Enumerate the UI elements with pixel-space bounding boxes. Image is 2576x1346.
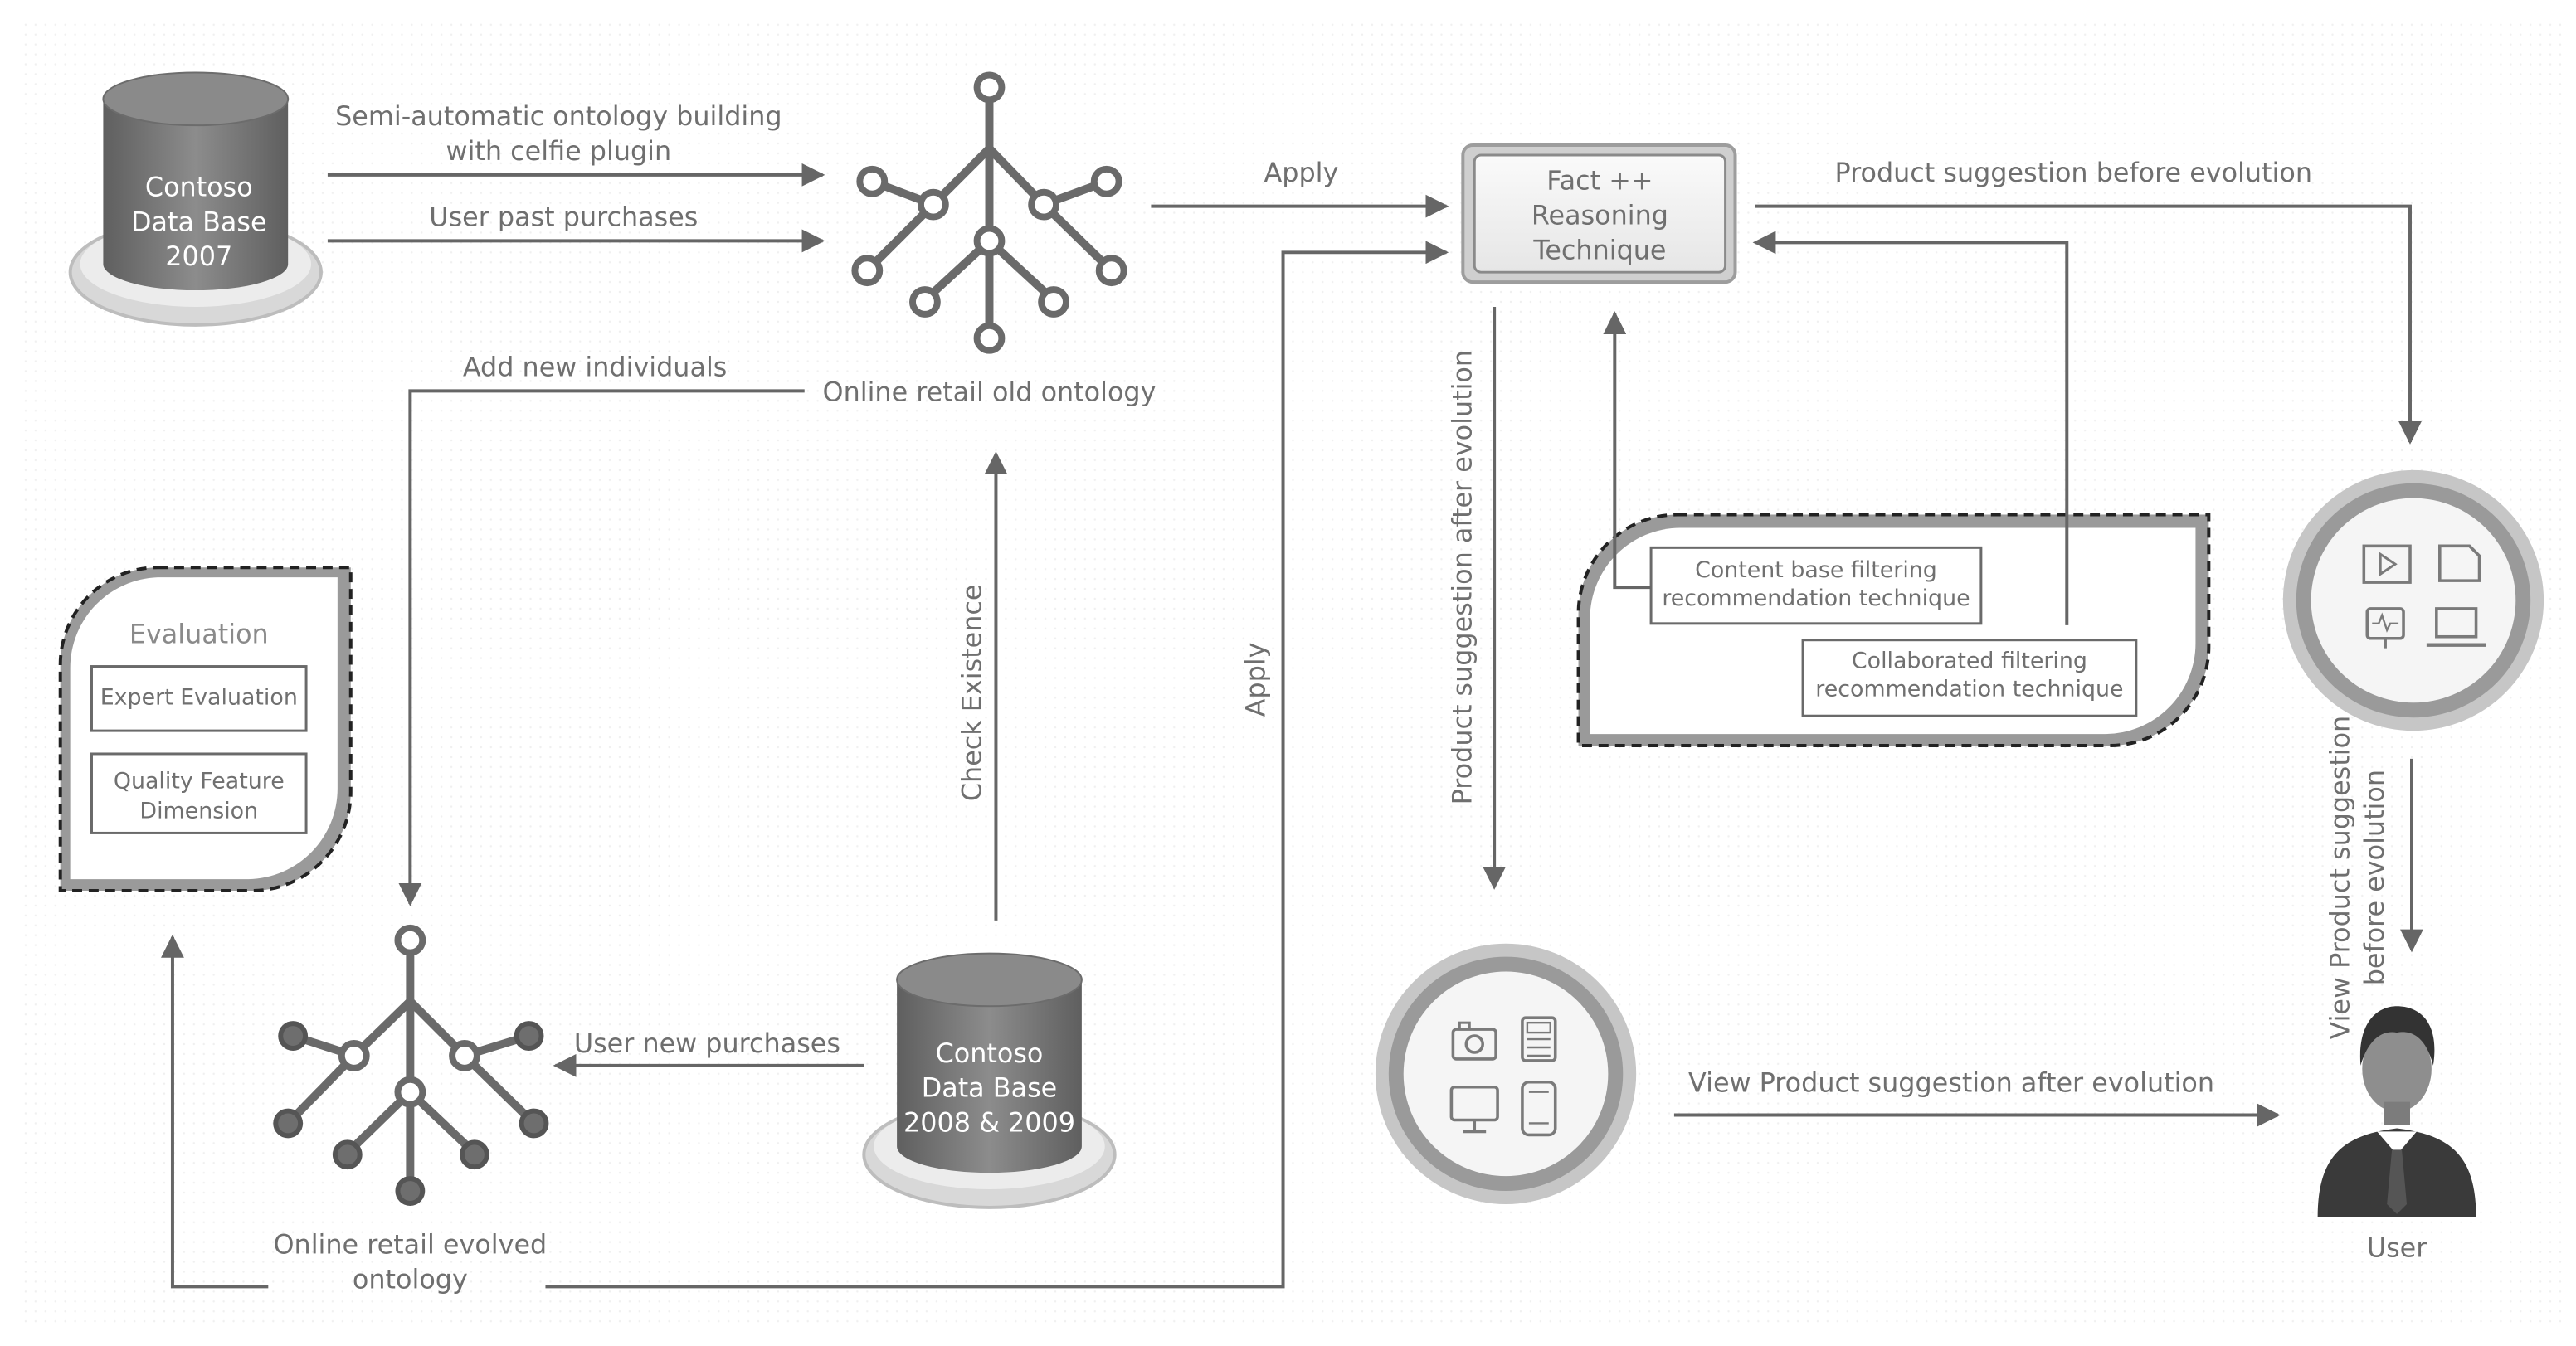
arrow-icon xyxy=(1755,204,2422,445)
user-label: User xyxy=(2367,1232,2427,1264)
evaluation-title: Evaluation xyxy=(129,619,269,650)
collab-filter-line1: Collaborated filtering xyxy=(1852,649,2087,674)
user-icon xyxy=(2317,1006,2476,1217)
sd-card-icon xyxy=(2438,544,2481,582)
camera-icon xyxy=(1451,1021,1497,1061)
arrow-icon xyxy=(1752,231,2069,625)
semi-auto-label-2: with celfie plugin xyxy=(446,135,672,167)
content-filter-line2: recommendation technique xyxy=(1662,586,1970,611)
arrow-icon xyxy=(398,389,805,906)
desktop-icon xyxy=(2365,607,2405,649)
evolved-ontology-graph-icon xyxy=(273,924,549,1206)
add-individuals-label: Add new individuals xyxy=(463,351,728,382)
db2007-line3: 2007 xyxy=(165,241,232,272)
view-after-label: View Product suggestion after evolution xyxy=(1688,1067,2214,1099)
collab-filter-line2: recommendation technique xyxy=(1815,676,2123,702)
db2007-line2: Data Base xyxy=(131,206,267,237)
phone-icon xyxy=(1521,1080,1557,1137)
database-2008-2009: Contoso Data Base 2008 & 2009 xyxy=(862,952,1117,1209)
calculator-icon xyxy=(1521,1016,1557,1062)
check-existence-label: Check Existence xyxy=(957,585,988,802)
view-before-label-1: View Product suggestion xyxy=(2324,716,2355,1040)
reasoner-line3: Technique xyxy=(1532,234,1666,265)
reasoner-box: Fact ++ Reasoning Technique xyxy=(1461,143,1737,284)
reasoner-line1: Fact ++ xyxy=(1546,165,1653,197)
new-purchases-label: User new purchases xyxy=(574,1028,840,1059)
after-evolution-vertical-label: Product suggestion after evolution xyxy=(1446,350,1478,804)
devices-after-circle xyxy=(1375,943,1637,1204)
laptop-icon xyxy=(2426,607,2486,647)
quality-feature-line2: Dimension xyxy=(139,799,258,824)
evolved-ontology-label-1: Online retail evolved xyxy=(274,1229,548,1261)
db2008-line2: Data Base xyxy=(922,1072,1058,1104)
content-filter-line1: Content base filtering xyxy=(1695,557,1937,583)
filtering-panel: Content base filtering recommendation te… xyxy=(1576,513,2211,748)
evolved-ontology-label-2: ontology xyxy=(353,1263,468,1295)
past-purchases-label: User past purchases xyxy=(429,201,698,232)
arrow-icon xyxy=(1603,311,1652,590)
arrow-icon xyxy=(545,241,1449,1289)
view-before-label-2: before evolution xyxy=(2359,770,2390,985)
db2008-line3: 2008 & 2009 xyxy=(903,1106,1075,1138)
semi-auto-label-1: Semi-automatic ontology building xyxy=(335,100,782,132)
apply-left-label: Apply xyxy=(1240,643,1272,717)
video-icon xyxy=(2362,544,2412,584)
expert-evaluation: Expert Evaluation xyxy=(100,684,298,710)
db2008-line1: Contoso xyxy=(936,1037,1044,1069)
old-ontology-label: Online retail old ontology xyxy=(823,376,1157,407)
reasoner-line2: Reasoning xyxy=(1531,199,1668,231)
apply-top-label: Apply xyxy=(1264,157,1338,188)
before-evolution-label: Product suggestion before evolution xyxy=(1834,157,2312,188)
db2007-line1: Contoso xyxy=(145,172,253,203)
arrow-icon xyxy=(161,934,269,1289)
evaluation-panel: Evaluation Expert Evaluation Quality Fea… xyxy=(58,566,353,893)
database-2007: Contoso Data Base 2007 xyxy=(68,71,323,327)
quality-feature-line1: Quality Feature xyxy=(114,769,285,794)
old-ontology-graph-icon xyxy=(851,71,1127,354)
monitor-icon xyxy=(1449,1085,1499,1134)
devices-before-circle xyxy=(2282,469,2544,731)
